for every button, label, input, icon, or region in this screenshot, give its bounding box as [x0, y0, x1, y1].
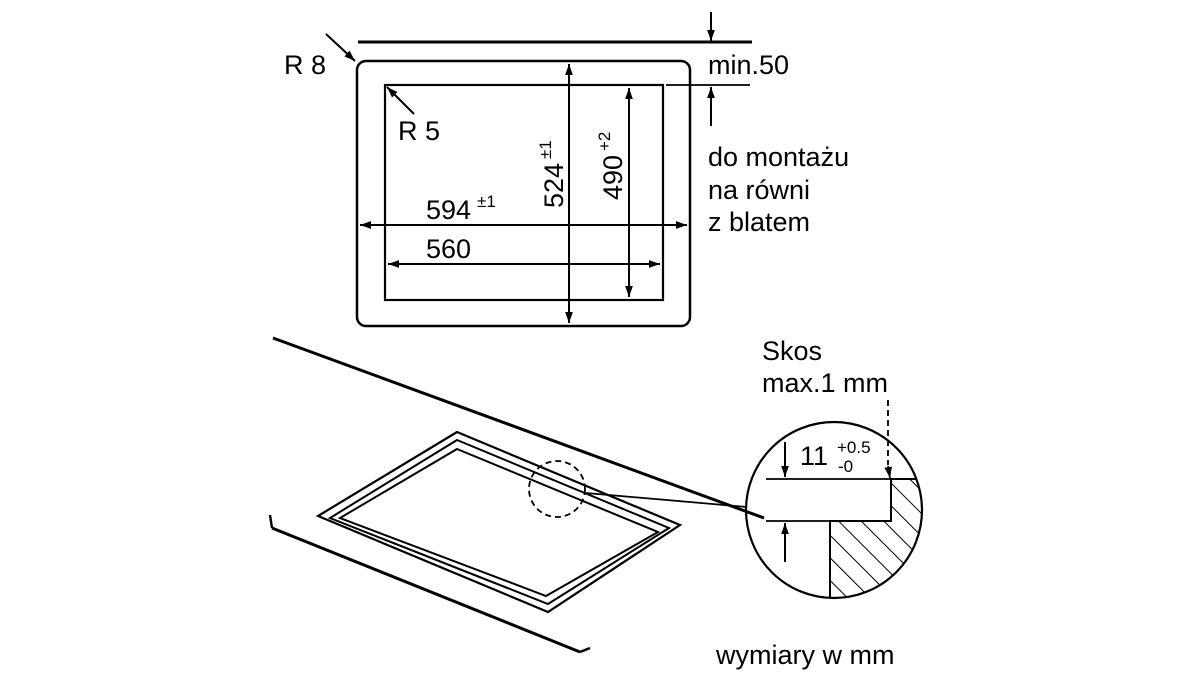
width-outer-tolerance: ±1 [477, 192, 496, 211]
depth-inner-label: 490 [598, 155, 628, 200]
inner-radius-label: R 5 [398, 116, 440, 146]
mount-note-line-3: z blatem [708, 207, 810, 237]
detail-depth-label: 11 [800, 441, 828, 471]
detail-marker-circle [528, 460, 586, 518]
bevel-title: Skos [762, 336, 822, 366]
depth-inner-tolerance: +2 [595, 132, 614, 151]
detail-circle [744, 420, 924, 600]
cutout-middle-ring [327, 438, 672, 606]
detail-depth-tol-lower: -0 [838, 457, 853, 476]
inner-radius-leader [386, 86, 415, 115]
worktop-front-edge [271, 526, 581, 654]
width-outer-label: 594 [426, 195, 471, 225]
cutout-inner-ring [337, 447, 661, 598]
bevel-value: max.1 mm [762, 368, 888, 398]
worktop-front-corner [268, 514, 591, 654]
worktop-back-edge [272, 336, 765, 520]
top-view: R 8 R 5 min.50 594 ±1 560 524 ±1 490 +2 … [284, 12, 849, 328]
min-distance-label: min.50 [708, 50, 789, 80]
mount-note-line-2: na równi [708, 175, 810, 205]
units-note: wymiary w mm [715, 640, 894, 670]
outer-radius-label: R 8 [284, 50, 326, 80]
mount-note-line-1: do montażu [708, 142, 849, 172]
perspective-view [268, 336, 765, 654]
outer-cutout-outline [355, 59, 692, 328]
depth-outer-tolerance: ±1 [536, 140, 555, 159]
detail-view: Skos max.1 mm 11 +0.5 -0 [744, 336, 924, 600]
depth-outer-label: 524 [539, 163, 569, 208]
inner-cutout-outline [383, 83, 665, 302]
detail-depth-tol-upper: +0.5 [837, 438, 871, 457]
bevel-leader-arrow [884, 465, 892, 479]
outer-radius-leader [325, 33, 356, 62]
width-inner-label: 560 [426, 234, 471, 264]
detail-leader-line [585, 492, 748, 508]
